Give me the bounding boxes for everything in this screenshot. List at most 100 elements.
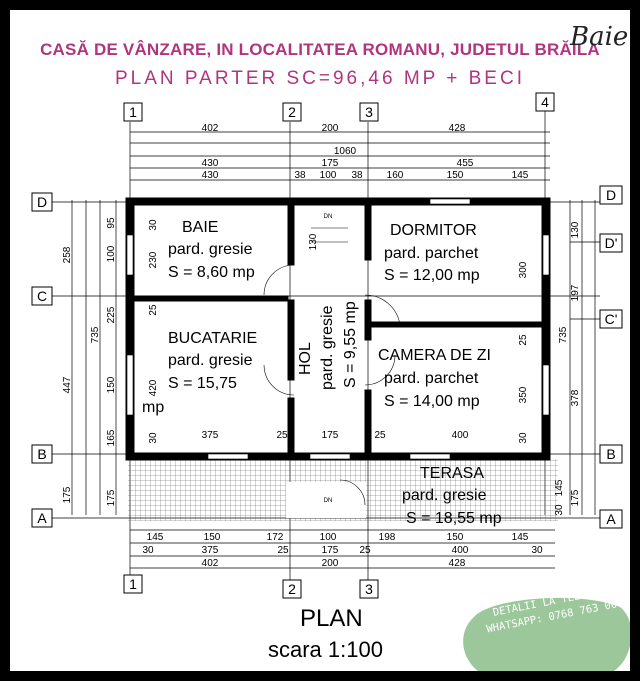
- dim-bot2-30a: 30: [142, 545, 154, 556]
- wall-top: [125, 197, 551, 206]
- dim-left-100: 100: [106, 245, 117, 262]
- dim-left-175: 175: [62, 486, 73, 503]
- plan-scale: scara 1:100: [268, 637, 383, 662]
- plan-sheet: CASĂ DE VÂNZARE, IN LOCALITATEA ROMANU, …: [10, 10, 630, 671]
- dim-int-175: 175: [322, 430, 339, 441]
- dim-top-428: 428: [449, 123, 466, 134]
- room-baie-area: S = 8,60 mp: [168, 264, 255, 281]
- dim-top3-150: 150: [447, 170, 464, 181]
- label-dn-2: DN: [324, 498, 333, 504]
- axis-bottom-1: 1: [129, 576, 137, 592]
- dim-rwall-350: 350: [518, 386, 529, 403]
- dim-int-130: 130: [308, 233, 319, 250]
- room-camera-finish: pard. parchet: [384, 370, 479, 387]
- room-dormitor-finish: pard. parchet: [384, 245, 479, 262]
- axis-left-b: B: [37, 446, 46, 462]
- dim-top-total: 1060: [334, 146, 357, 157]
- signature: Baie: [570, 22, 629, 52]
- dim-bot1-145a: 145: [147, 532, 164, 543]
- plan-subtitle: PLAN PARTER SC=96,46 MP + BECI: [115, 68, 525, 89]
- dim-wall-30b: 30: [148, 432, 159, 444]
- dim-top3-160: 160: [387, 170, 404, 181]
- dim-wall-25: 25: [148, 304, 159, 316]
- axis-top-4: 4: [541, 94, 549, 110]
- plan-title: PLAN: [300, 605, 363, 632]
- axis-left-a: A: [37, 510, 47, 526]
- room-hol-area: S = 9,55 mp: [342, 301, 359, 388]
- room-bucatarie-finish: pard. gresie: [168, 352, 253, 369]
- dim-bot3-200: 200: [322, 558, 339, 569]
- dim-bot1-150b: 150: [447, 532, 464, 543]
- floor-plan: 1 2 3 4 1 2 3 D C B A D D' C' B A 402 20…: [31, 92, 623, 599]
- dim-top2-430: 430: [202, 158, 219, 169]
- axis-top-3: 3: [365, 104, 373, 120]
- dim-bot2-400: 400: [452, 545, 469, 556]
- dim-left-225: 225: [106, 306, 117, 323]
- dim-bot1-100: 100: [320, 532, 337, 543]
- dim-left-447: 447: [62, 376, 73, 393]
- dim-bot1-145b: 145: [512, 532, 529, 543]
- axis-top-2: 2: [288, 104, 296, 120]
- dim-top3-38b: 38: [351, 170, 363, 181]
- dim-left-175b: 175: [106, 489, 117, 506]
- room-hol-finish: pard. gresie: [319, 305, 336, 390]
- room-baie-finish: pard. gresie: [168, 241, 253, 258]
- room-bucatarie-area: S = 15,75: [168, 375, 237, 392]
- dim-int-30: 30: [554, 504, 565, 516]
- dim-left-150: 150: [106, 376, 117, 393]
- listing-title: CASĂ DE VÂNZARE, IN LOCALITATEA ROMANU, …: [40, 40, 600, 59]
- dim-right-175: 175: [570, 489, 581, 506]
- dim-left-258: 258: [62, 246, 73, 263]
- dim-right-735: 735: [558, 326, 569, 343]
- dim-int-145: 145: [554, 479, 565, 496]
- room-terasa-area: S = 18,55 mp: [406, 510, 502, 527]
- dim-rwall-30: 30: [518, 432, 529, 444]
- room-bucatarie-unit: mp: [142, 399, 164, 416]
- dim-top3-100: 100: [320, 170, 337, 181]
- dim-bot3-402: 402: [202, 558, 219, 569]
- axis-top-1: 1: [129, 104, 137, 120]
- dim-int-375: 375: [202, 430, 219, 441]
- dim-bot1-198: 198: [379, 532, 396, 543]
- axis-bottom-2: 2: [288, 581, 296, 597]
- axis-left-c: C: [37, 288, 47, 304]
- dim-wall-30a: 30: [148, 219, 159, 231]
- room-dormitor-name: DORMITOR: [390, 222, 477, 239]
- dim-rwall-25: 25: [518, 334, 529, 346]
- dim-left-735: 735: [90, 326, 101, 343]
- dim-right-130: 130: [570, 221, 581, 238]
- room-terasa-finish: pard. gresie: [402, 487, 487, 504]
- dim-int-25a: 25: [276, 430, 288, 441]
- axis-right-c-prime: C': [605, 311, 618, 327]
- contact-bubble: [463, 597, 630, 671]
- dim-bot1-172: 172: [267, 532, 284, 543]
- dim-bot2-375: 375: [202, 545, 219, 556]
- dim-bot1-150a: 150: [204, 532, 221, 543]
- dim-bot2-30b: 30: [531, 545, 543, 556]
- axis-right-d: D: [606, 187, 616, 203]
- dim-left-95: 95: [106, 217, 117, 229]
- room-terasa-name: TERASA: [420, 465, 484, 482]
- room-bucatarie-name: BUCATARIE: [168, 330, 257, 347]
- dim-left-165: 165: [106, 429, 117, 446]
- room-camera-name: CAMERA DE ZI: [378, 347, 491, 364]
- dim-top3-145: 145: [512, 170, 529, 181]
- dim-right-197: 197: [570, 284, 581, 301]
- room-camera-area: S = 14,00 mp: [384, 393, 480, 410]
- dim-top3-38a: 38: [294, 170, 306, 181]
- dim-top3-430: 430: [202, 170, 219, 181]
- dim-wall-420: 420: [148, 379, 159, 396]
- dim-top-402: 402: [202, 123, 219, 134]
- axis-right-d-prime: D': [605, 235, 618, 251]
- room-baie-name: BAIE: [182, 219, 218, 236]
- dim-right-378: 378: [570, 389, 581, 406]
- axis-bottom-3: 3: [365, 581, 373, 597]
- dim-rwall-300: 300: [518, 261, 529, 278]
- axis-left-d: D: [37, 194, 47, 210]
- dim-int-400: 400: [452, 430, 469, 441]
- dim-int-25b: 25: [374, 430, 386, 441]
- label-dn-1: DN: [324, 214, 333, 220]
- room-hol-name: HOL: [297, 342, 314, 375]
- axis-right-a: A: [606, 511, 616, 527]
